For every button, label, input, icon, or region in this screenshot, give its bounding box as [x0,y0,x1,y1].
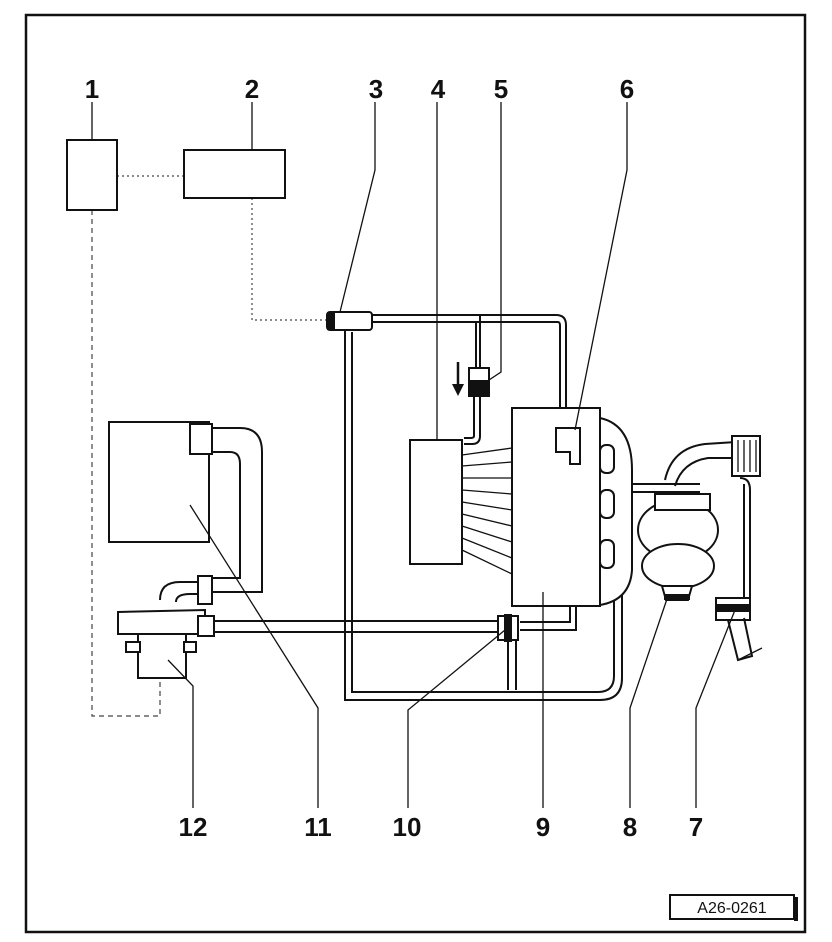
component-1-box [66,139,118,211]
callout-9: 9 [536,812,550,842]
callout-12: 12 [179,812,208,842]
hose-network [344,314,751,701]
component-7-sensor [715,597,763,662]
callout-4: 4 [431,74,446,104]
callout-8: 8 [623,812,637,842]
component-10-valve [497,614,519,642]
component-11-hose [159,423,263,605]
callout-7: 7 [689,812,703,842]
callout-10: 10 [393,812,422,842]
component-4-box [409,439,463,565]
callout-2: 2 [245,74,259,104]
callout-1: 1 [85,74,99,104]
callout-5: 5 [494,74,508,104]
component-12-pump [117,608,215,679]
diagram-frame [24,13,807,934]
component-2-box [183,149,286,199]
leader-lines [91,102,736,808]
component-3-valve [326,311,373,331]
main-air-pipe [212,620,500,633]
callout-6: 6 [620,74,634,104]
reference-code-text: A26-0261 [697,900,766,917]
signal-line-2-to-3 [251,198,327,321]
signal-line-1-to-12 [91,210,161,717]
flow-arrow-head [452,384,464,396]
reference-code-label: A26-0261 [669,894,798,921]
callout-3: 3 [369,74,383,104]
component-4-ducts [461,447,513,575]
component-8-turbo [637,435,761,601]
component-6-valve [555,427,581,465]
component-5-check-valve [468,367,490,397]
callout-11: 11 [304,812,332,842]
